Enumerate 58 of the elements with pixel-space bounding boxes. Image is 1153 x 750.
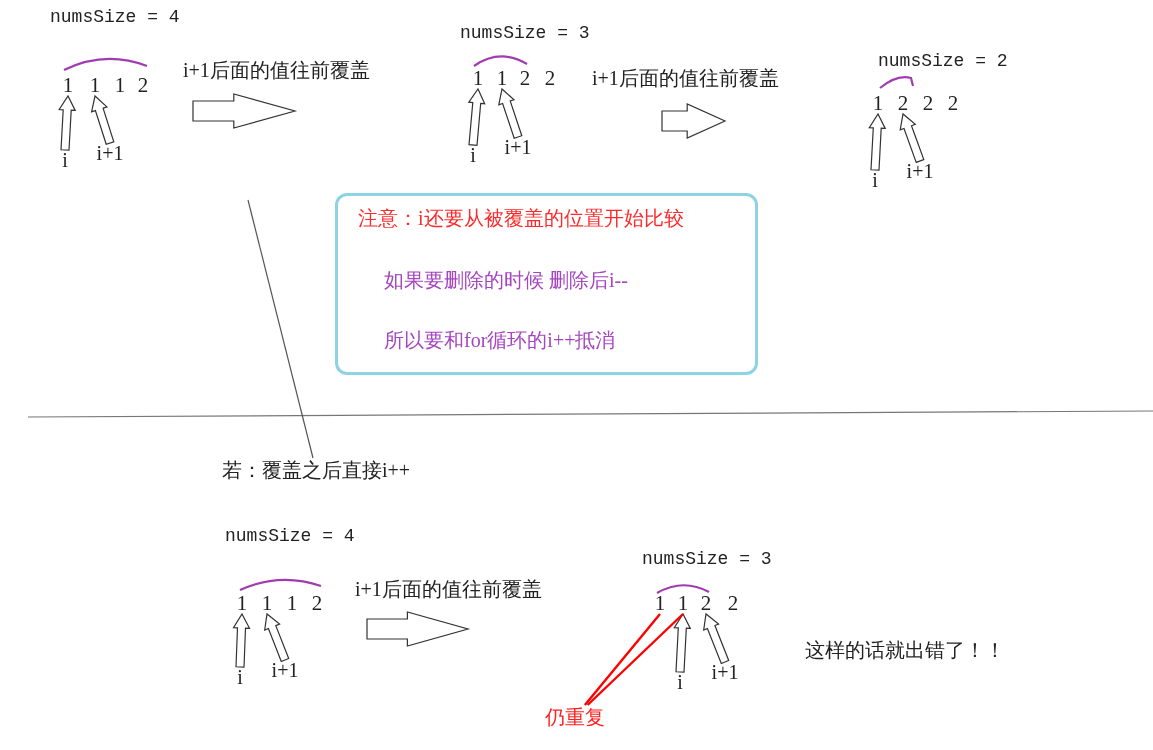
array-value: 2 xyxy=(922,93,934,114)
array-value: 1 xyxy=(654,593,666,614)
array-value: 2 xyxy=(897,93,909,114)
pointer-arrow xyxy=(673,612,692,673)
note-text: 注意：i还要从被覆盖的位置开始比较 xyxy=(358,206,684,230)
note-box xyxy=(335,193,758,375)
array-value: 1 xyxy=(472,68,484,89)
pointer-label: i+1 xyxy=(504,137,532,157)
pointer-arrow xyxy=(232,612,251,668)
pointer-label: i xyxy=(677,672,683,692)
pointer-arrow xyxy=(868,112,887,171)
pointer-label: i+1 xyxy=(711,662,739,682)
note-text: 所以要和for循环的i++抵消 xyxy=(384,328,616,352)
array-value: 2 xyxy=(727,593,739,614)
array-value: 1 xyxy=(677,593,689,614)
array-value: 1 xyxy=(286,593,298,614)
pointer-label: i+1 xyxy=(271,660,299,680)
note-text: 仍重复 xyxy=(545,705,605,729)
size-label: numsSize = 4 xyxy=(225,527,355,547)
pointer-arrow xyxy=(702,612,730,665)
pointer-arrow xyxy=(467,87,486,147)
pointer-label: i xyxy=(872,170,878,190)
array-value: 1 xyxy=(62,75,74,96)
pointer-arrow xyxy=(58,94,77,151)
pointer-label: i+1 xyxy=(906,161,934,181)
pointer-arrow xyxy=(90,94,115,145)
array-value: 1 xyxy=(496,68,508,89)
leader-line xyxy=(583,613,661,706)
note-text: 若：覆盖之后直接i++ xyxy=(222,458,411,482)
leader-line xyxy=(247,199,314,459)
pointer-label: i xyxy=(237,667,243,687)
note-text: i+1后面的值往前覆盖 xyxy=(355,577,542,601)
pointer-label: i+1 xyxy=(96,143,124,163)
pointer-label: i xyxy=(470,145,476,165)
size-label: numsSize = 2 xyxy=(878,52,1008,72)
array-value: 2 xyxy=(519,68,531,89)
pointer-arrow xyxy=(498,87,523,140)
size-label: numsSize = 3 xyxy=(642,550,772,570)
note-text: 这样的话就出错了！！ xyxy=(805,638,1005,662)
array-value: 2 xyxy=(700,593,712,614)
pointer-label: i xyxy=(62,150,68,170)
array-value: 2 xyxy=(544,68,556,89)
array-value: 1 xyxy=(236,593,248,614)
array-value: 1 xyxy=(114,75,126,96)
note-text: i+1后面的值往前覆盖 xyxy=(183,58,370,82)
array-value: 1 xyxy=(872,93,884,114)
pointer-arrow xyxy=(899,112,925,164)
note-text: i+1后面的值往前覆盖 xyxy=(592,66,779,90)
size-label: numsSize = 4 xyxy=(50,8,180,28)
size-label: numsSize = 3 xyxy=(460,24,590,44)
leader-line xyxy=(586,613,684,706)
array-value: 1 xyxy=(89,75,101,96)
array-value: 1 xyxy=(261,593,273,614)
array-value: 2 xyxy=(137,75,149,96)
pointer-arrow xyxy=(263,612,290,663)
note-text: 如果要删除的时候 删除后i-- xyxy=(384,268,628,292)
array-value: 2 xyxy=(947,93,959,114)
array-value: 2 xyxy=(311,593,323,614)
